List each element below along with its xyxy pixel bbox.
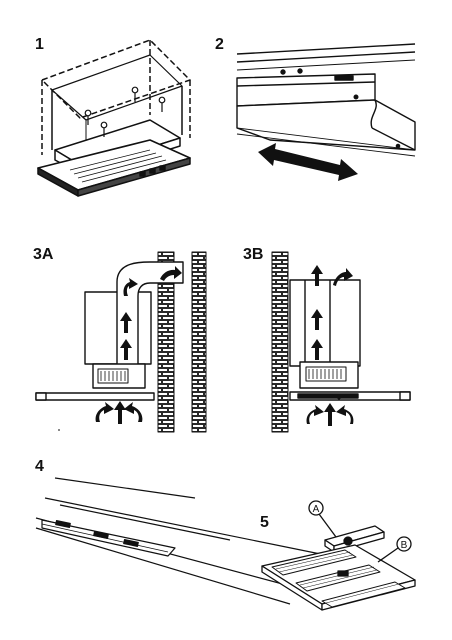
airflow-arrow-icon [306, 265, 354, 426]
filter-b-part [261, 544, 416, 611]
step-3a-ducted-figure [35, 251, 207, 433]
step-3b-recirculation-figure [271, 251, 411, 433]
callout-a-label: A [313, 504, 320, 515]
step-3b-label: 3B [243, 246, 264, 263]
airflow-arrow-icon [95, 266, 182, 424]
step-4-hood-underside-figure [35, 477, 351, 605]
step-5-label: 5 [260, 514, 269, 531]
step-5-filters-figure [261, 500, 416, 611]
step-2-label: 2 [215, 36, 224, 53]
step-4-label: 4 [35, 458, 44, 475]
step-1-cabinet-hood-figure [37, 39, 191, 197]
screw-icon [84, 86, 166, 137]
step-2-sliding-visor-figure [236, 43, 416, 181]
double-arrow-icon [258, 143, 358, 181]
callout-b-label: B [401, 540, 408, 551]
step-3a-label: 3A [33, 246, 54, 263]
step-1-label: 1 [35, 36, 44, 53]
